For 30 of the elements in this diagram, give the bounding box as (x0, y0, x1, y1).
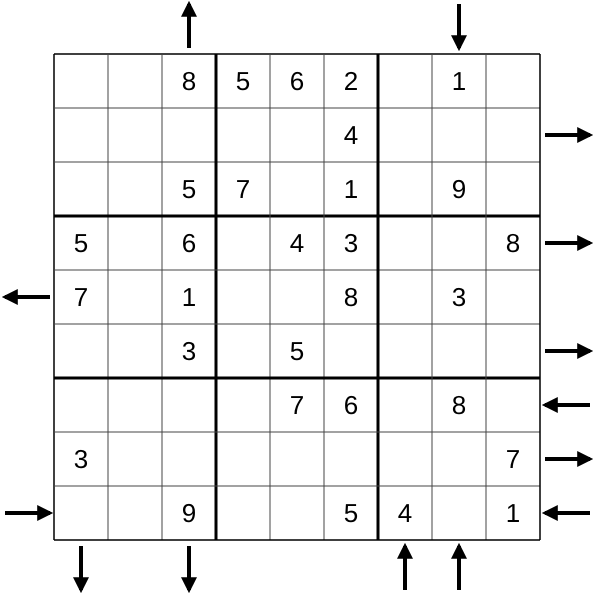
grid-digit: 7 (290, 392, 304, 418)
grid-digit: 5 (182, 176, 196, 202)
grid-digit: 9 (452, 176, 466, 202)
grid-digit: 8 (182, 68, 196, 94)
grid-digit: 6 (344, 392, 358, 418)
grid-digit: 9 (182, 500, 196, 526)
grid-digit: 7 (74, 284, 88, 310)
grid-digit: 6 (290, 68, 304, 94)
grid-digit: 4 (398, 500, 412, 526)
grid-digit: 7 (236, 176, 250, 202)
grid-digit: 6 (182, 230, 196, 256)
grid-digit: 3 (452, 284, 466, 310)
grid-digit: 3 (344, 230, 358, 256)
grid-digit: 3 (182, 338, 196, 364)
grid-digit: 1 (452, 68, 466, 94)
grid-digit: 1 (182, 284, 196, 310)
grid-digit: 5 (344, 500, 358, 526)
grid-digit: 1 (344, 176, 358, 202)
grid-digit: 2 (344, 68, 358, 94)
grid-digit: 4 (290, 230, 304, 256)
grid-digit: 5 (74, 230, 88, 256)
grid-digit: 5 (290, 338, 304, 364)
grid-digit: 8 (452, 392, 466, 418)
grid-digit: 8 (344, 284, 358, 310)
grid-digit: 7 (506, 446, 520, 472)
grid-digit: 4 (344, 122, 358, 148)
grid-digit: 1 (506, 500, 520, 526)
grid-digit: 8 (506, 230, 520, 256)
grid-digit: 5 (236, 68, 250, 94)
grid-digit: 3 (74, 446, 88, 472)
